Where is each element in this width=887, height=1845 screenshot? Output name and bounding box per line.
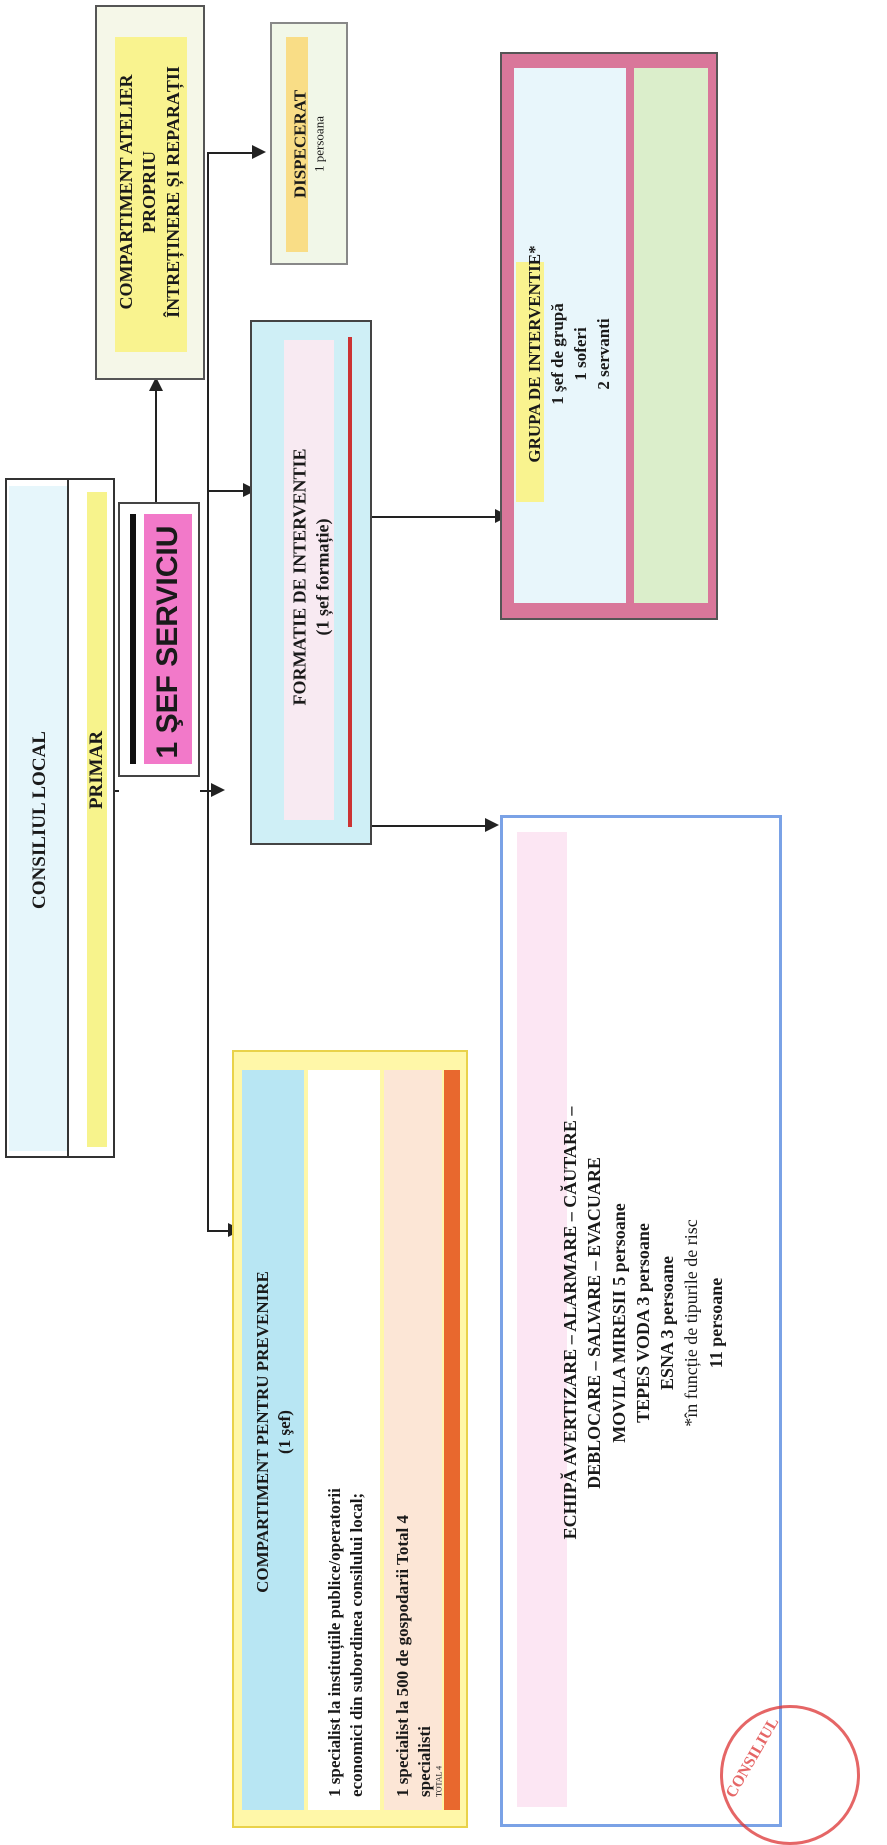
arrow-head-dispecerat xyxy=(252,145,266,159)
grupa-label: GRUPA DE INTERVENTIE* 1 şef de grupă 1 s… xyxy=(525,245,613,463)
prevenire-item2-fill xyxy=(384,1070,442,1810)
prevenire-item1: 1 specialist la instituțiile publice/ope… xyxy=(324,1488,366,1797)
trunk-from-sef xyxy=(200,790,220,792)
primar-fill xyxy=(87,492,107,1147)
formatie-box: FORMATIE DE INTERVENTIE (1 șef formație) xyxy=(250,320,372,845)
sef-serviciu-label: 1 ŞEF SERVICIU xyxy=(151,525,184,759)
connector-primar-sef xyxy=(115,790,119,792)
dispecerat-box: DISPECERAT 1 persoana xyxy=(270,22,348,265)
sef-serviciu-box: 1 ŞEF SERVICIU xyxy=(118,502,200,777)
dispecerat-fill xyxy=(286,37,308,252)
primar-label: PRIMAR xyxy=(86,730,107,810)
prevenire-title: COMPARTIMENT PENTRU PREVENIRE (1 şef) xyxy=(252,1271,294,1593)
primar-divider xyxy=(67,480,69,1156)
echipa-label: ECHIPĂ AVERTIZARE – ALARMARE – CĂUTARE –… xyxy=(559,1106,726,1540)
atelier-box: COMPARTIMENT ATELIER PROPRIU ÎNTREȚINERE… xyxy=(95,5,205,380)
arrow-head-echipa xyxy=(485,818,499,832)
connector-sef-atelier xyxy=(155,390,157,502)
dispecerat-label: DISPECERAT 1 persoana xyxy=(290,89,327,199)
connector-prevenire xyxy=(207,1230,229,1232)
consiliul-local-label: CONSILIUL LOCAL xyxy=(29,731,50,909)
formatie-label: FORMATIE DE INTERVENTIE (1 șef formație) xyxy=(289,448,333,706)
prevenire-item1-fill xyxy=(308,1070,380,1810)
grupa-title-highlight xyxy=(516,262,544,502)
connector-dispecerat xyxy=(207,152,255,154)
trunk-vertical xyxy=(207,152,209,1232)
prevenire-total-fill xyxy=(444,1070,460,1810)
prevenire-title-fill xyxy=(242,1070,304,1810)
formatie-red-line xyxy=(348,337,352,827)
atelier-fill xyxy=(115,37,187,352)
grupa-inner-green xyxy=(634,68,708,603)
arrow-head-trunk xyxy=(211,783,225,797)
connector-echipa xyxy=(372,825,487,827)
grupa-box: GRUPA DE INTERVENTIE* 1 şef de grupă 1 s… xyxy=(500,52,718,620)
atelier-label: COMPARTIMENT ATELIER PROPRIU ÎNTREȚINERE… xyxy=(115,66,183,318)
prevenire-item2: 1 specialist la 500 de gospodarii Total … xyxy=(392,1515,434,1797)
sef-serviciu-fill xyxy=(144,514,192,764)
echipa-fill xyxy=(517,832,567,1807)
connector-formatie xyxy=(207,490,245,492)
echipa-box: ECHIPĂ AVERTIZARE – ALARMARE – CĂUTARE –… xyxy=(500,815,782,1827)
sef-serviciu-double-line xyxy=(130,514,136,764)
prevenire-box: COMPARTIMENT PENTRU PREVENIRE (1 şef) 1 … xyxy=(232,1050,468,1828)
formatie-fill xyxy=(284,340,334,820)
consiliul-local-fill xyxy=(9,486,67,1151)
consiliul-local-box: CONSILIUL LOCAL PRIMAR xyxy=(5,478,115,1158)
prevenire-total: TOTAL 4 xyxy=(434,1765,444,1797)
connector-grupa xyxy=(372,516,497,518)
arrow-head-atelier xyxy=(149,377,163,391)
official-stamp: CONSILIUL xyxy=(720,1705,860,1845)
